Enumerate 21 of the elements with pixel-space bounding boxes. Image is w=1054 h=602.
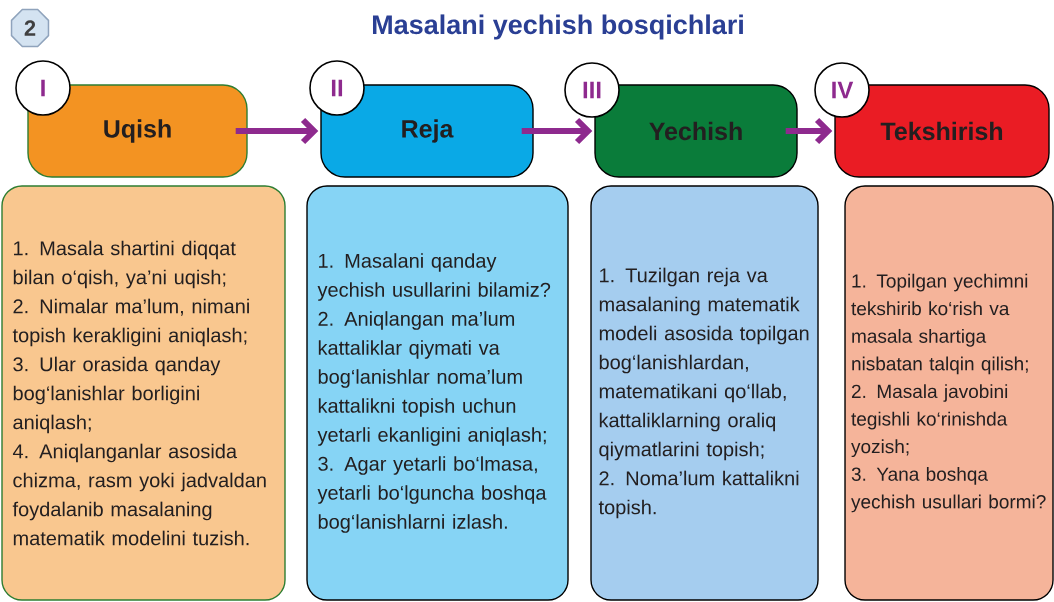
number-badge: 2 xyxy=(10,8,50,48)
arrow xyxy=(785,117,833,145)
list-item: 2. Noma’lum kattalikni topish. xyxy=(598,470,799,519)
list-item: 2. Nimalar ma’lum, nimani topish kerakligini aniqlash; xyxy=(12,298,249,347)
arrow xyxy=(235,117,319,145)
list-item: 3. Yana boshqa yechish usullari bormi? xyxy=(851,466,1046,513)
list-item: 1. Tuzilgan reja va masalaning matematik modeli asosida topilgan bog‘lanishlardan, matematikani qo‘llab, kattaliklarning oraliq qiymatlarini topish; xyxy=(599,267,809,461)
list-item: 2. Masala javobini tegishli ko‘rinishda yozish; xyxy=(851,384,1008,458)
list-item: 2. Aniqlangan ma’lum kattaliklar qiymati va bog‘lanishlar noma’lum kattalikni topish uchun yetarli ekanligini aniqlash; xyxy=(317,311,546,446)
list-item: 3. Ular orasida qanday bog‘lanishlar borligini aniqlash; xyxy=(13,356,221,434)
step-text-box xyxy=(1,185,286,601)
list-item: 1. Masalani qanday yechish usullarini bilamiz? xyxy=(317,253,551,301)
step-text-box xyxy=(590,185,819,601)
list-item: 3. Agar yetarli bo‘lmasa, yetarli bo‘lguncha boshqa bog‘lanishlarni izlash. xyxy=(317,456,547,533)
list-item: 1. Topilgan yechimni tekshirib ko‘rish va masala shartiga nisbatan talqin qilish; xyxy=(851,273,1028,375)
title: Masalani yechish bosqichlari xyxy=(373,14,743,40)
arrow xyxy=(521,117,593,145)
step-text-box xyxy=(844,185,1054,601)
list-item: 1. Masala shartini diqqat bilan o‘qish, ya’ni uqish; xyxy=(13,240,236,289)
list-item: 4. Aniqlanganlar asosida chizma, rasm yoki jadvaldan foydalanib masalaning matematik modelini tuzish. xyxy=(12,443,266,546)
step-text-box xyxy=(306,185,569,601)
